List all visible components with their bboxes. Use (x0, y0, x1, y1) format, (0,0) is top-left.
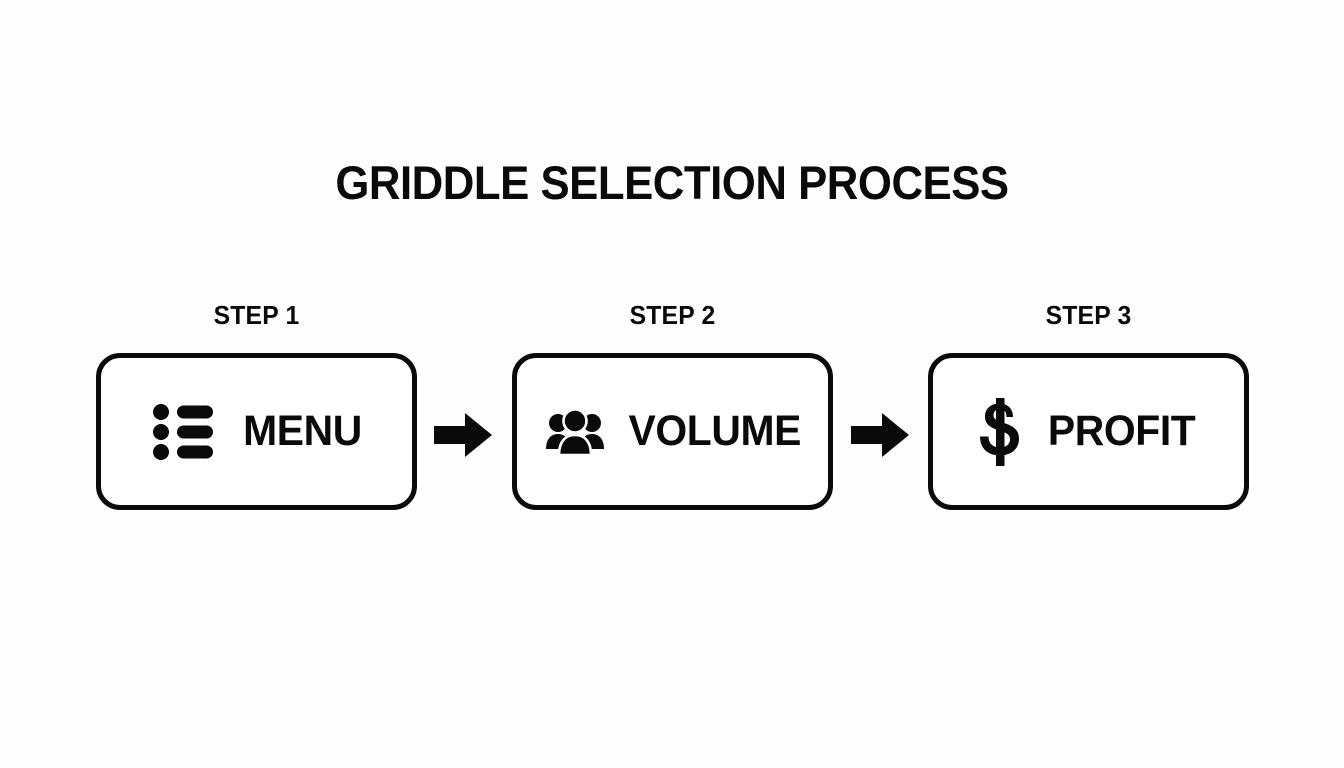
people-group-icon (545, 408, 604, 455)
step-3: STEP 3 PROFIT (928, 300, 1249, 511)
bullet-list-icon (152, 403, 213, 460)
arrow-right-icon (851, 413, 909, 457)
step-2-label: STEP 2 (629, 300, 716, 330)
dollar-sign-icon (979, 397, 1019, 466)
step-1-box[interactable]: MENU (96, 353, 417, 510)
process-flow: STEP 1 MENU STEP 2 (96, 300, 1249, 515)
step-1-label: STEP 1 (213, 300, 300, 330)
step-2-text: VOLUME (628, 407, 801, 455)
arrow-right-icon (434, 413, 492, 457)
step-3-label: STEP 3 (1045, 300, 1132, 330)
step-3-box[interactable]: PROFIT (928, 353, 1249, 510)
step-3-text: PROFIT (1047, 407, 1196, 455)
step-2-box[interactable]: VOLUME (512, 353, 833, 510)
step-1-text: MENU (243, 407, 362, 455)
page-title: GRIDDLE SELECTION PROCESS (335, 156, 1009, 209)
step-2: STEP 2 VOLUME (512, 300, 833, 511)
step-1: STEP 1 MENU (96, 300, 417, 511)
